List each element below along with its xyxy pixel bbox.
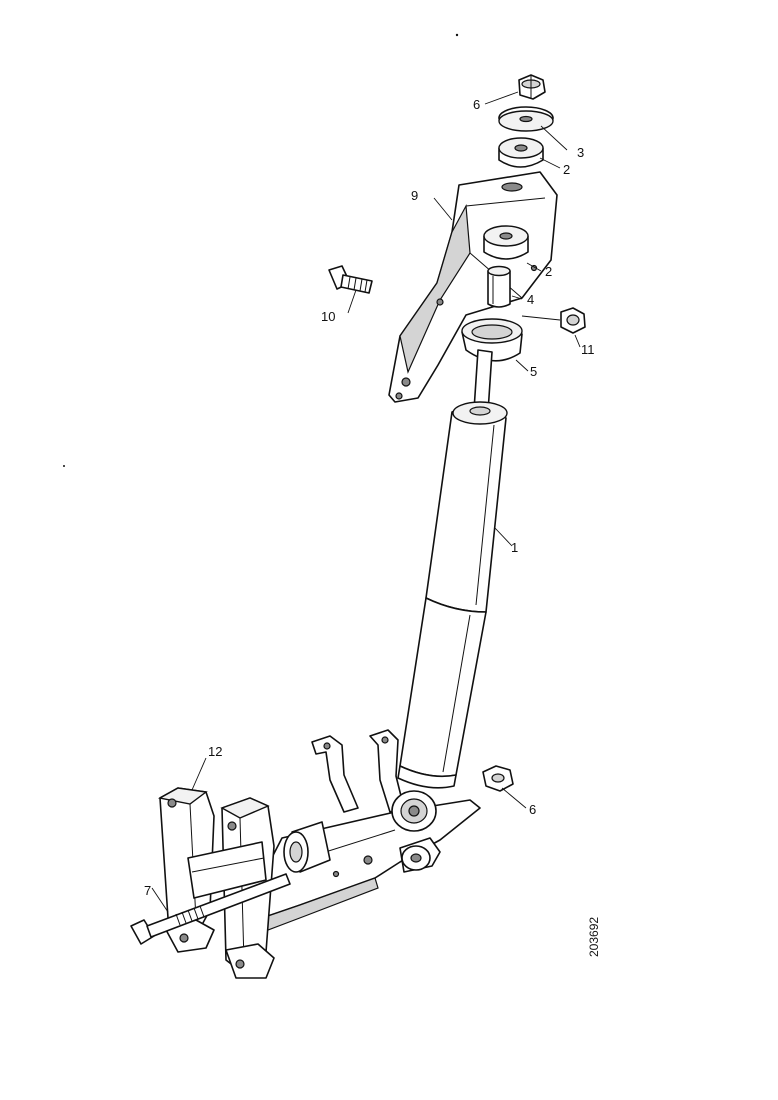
callout-7: 7 [144,883,151,898]
figure-reference-number: 203692 [587,917,601,957]
callout-labels: 6 3 2 9 2 4 10 11 5 1 12 6 7 [144,97,595,898]
lower-rubber-bush [483,225,529,260]
shock-absorber [397,349,508,789]
bracket-bolt [328,265,373,294]
flange-nut-upper [560,307,586,334]
callout-3: 3 [577,145,584,160]
support-frame [157,787,275,979]
washer [498,106,554,132]
callout-5: 5 [530,364,537,379]
flange-nut-lower [482,765,514,792]
long-bolt [130,873,291,945]
callout-11: 11 [581,342,595,357]
callout-9: 9 [411,188,418,203]
upper-rubber-bush [498,137,544,168]
spacer-sleeve [487,265,511,308]
callout-6-top: 6 [473,97,480,112]
leader-lines [151,91,581,913]
callout-2-upper: 2 [563,162,570,177]
scan-speck [63,465,65,467]
callout-12: 12 [208,744,222,759]
callout-4: 4 [527,292,534,307]
scan-speck [455,33,459,37]
callout-1: 1 [511,540,518,555]
callout-10: 10 [321,309,335,324]
callout-2-lower: 2 [545,264,552,279]
beam-bracket-assembly [249,729,481,931]
top-nut [518,74,546,100]
callout-6-lower: 6 [529,802,536,817]
